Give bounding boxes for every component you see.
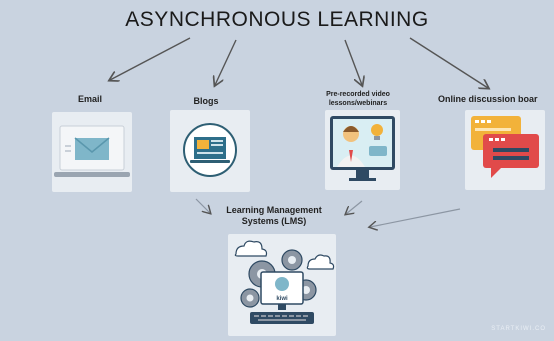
laptop-blog-icon [183, 123, 237, 177]
arrow-video-to-lms [346, 200, 363, 214]
webinar-presenter-icon [330, 116, 395, 181]
video-card [325, 110, 400, 190]
node-label-blogs: Blogs [193, 96, 219, 106]
blogs-card [170, 110, 250, 192]
diagram-title: ASYNCHRONOUS LEARNING [125, 8, 429, 31]
node-label-email: Email [77, 94, 102, 104]
arrow-to-forum [409, 37, 488, 88]
lms-card: kiwi [228, 234, 336, 336]
arrow-forum-to-lms [370, 208, 461, 227]
arrow-to-email [110, 37, 191, 80]
lms-computer-icon: kiwi [234, 240, 335, 324]
arrow-to-video [344, 39, 362, 85]
email-card [52, 112, 132, 192]
lms-screen-text: kiwi [276, 296, 288, 302]
forum-card [465, 110, 545, 190]
laptop-envelope-icon [54, 125, 130, 177]
node-label-video: Pre-recorded video lessons/webinars [326, 91, 390, 107]
watermark: STARTKIWI.CO [491, 326, 546, 332]
arrow-to-blogs [215, 39, 237, 85]
arrow-email-to-lms [195, 198, 210, 213]
node-label-lms: Learning Management Systems (LMS) [226, 205, 322, 226]
node-label-forum: Online discussion boar [438, 94, 538, 104]
discussion-board-icon [471, 116, 539, 178]
